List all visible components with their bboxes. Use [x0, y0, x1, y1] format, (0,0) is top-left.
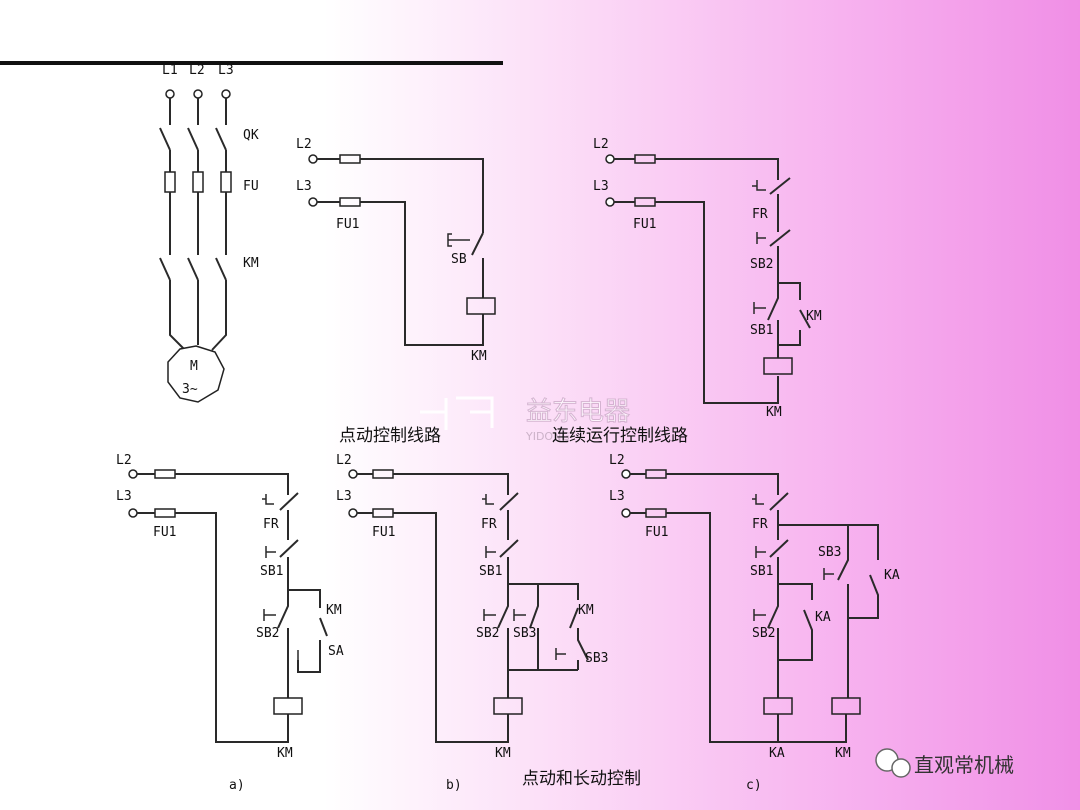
b-L3: L3 — [336, 489, 352, 504]
c-FU1: FU1 — [645, 525, 668, 540]
label-KM: KM — [243, 256, 259, 271]
jog-SB: SB — [451, 252, 467, 267]
c-L2: L2 — [609, 453, 625, 468]
b-KM-contact: KM — [578, 603, 594, 618]
jog-circuit: L2 L3 FU1 SB KM — [296, 137, 496, 364]
brand-badge: 直观常机械 — [875, 748, 1014, 778]
c-L3: L3 — [609, 489, 625, 504]
cont-FR: FR — [752, 207, 768, 222]
a-KM: KM — [277, 746, 293, 761]
circuit-c: L2 L3 FU1 FR SB1 SB3 KA KA SB2 KA KM c) — [609, 453, 900, 793]
watermark-text: 益东电器 — [526, 397, 630, 427]
b-FR: FR — [481, 517, 497, 532]
cont-KM-contact: KM — [806, 309, 822, 324]
label-L3: L3 — [218, 63, 234, 78]
b-SB3: SB3 — [513, 626, 536, 641]
b-SB2: SB2 — [476, 626, 499, 641]
brand-text: 直观常机械 — [914, 753, 1014, 777]
circuit-b: L2 L3 FU1 FR SB1 SB2 SB3 KM SB3 KM b) — [336, 453, 608, 793]
label-L1: L1 — [162, 63, 178, 78]
cont-FU1: FU1 — [633, 217, 656, 232]
b-SB3-second: SB3 — [585, 651, 608, 666]
jog-KM: KM — [471, 349, 487, 364]
a-KM-contact: KM — [326, 603, 342, 618]
a-SB1: SB1 — [260, 564, 283, 579]
motor-icon — [167, 345, 225, 403]
c-KA-contact-2: KA — [815, 610, 831, 625]
circuit-a: L2 L3 FU1 FR SB1 SB2 KM SA KM a) — [116, 453, 344, 793]
a-SA: SA — [328, 644, 344, 659]
continuous-caption: 连续运行控制线路 — [552, 426, 688, 446]
label-QK: QK — [243, 128, 259, 143]
c-tag: c) — [746, 778, 762, 793]
jog-caption: 点动控制线路 — [339, 426, 441, 446]
c-SB2: SB2 — [752, 626, 775, 641]
c-SB1: SB1 — [750, 564, 773, 579]
watermark-sub: YIDONG — [525, 430, 570, 443]
motor-3phase: 3~ — [182, 382, 198, 397]
b-SB1: SB1 — [479, 564, 502, 579]
cont-SB1: SB1 — [750, 323, 773, 338]
jog-L2: L2 — [296, 137, 312, 152]
jog-L3: L3 — [296, 179, 312, 194]
motor-M: M — [190, 359, 198, 374]
bottom-caption: 点动和长动控制 — [522, 769, 641, 789]
c-FR: FR — [752, 517, 768, 532]
a-L3: L3 — [116, 489, 132, 504]
jog-FU1: FU1 — [336, 217, 359, 232]
b-KM: KM — [495, 746, 511, 761]
cont-L3: L3 — [593, 179, 609, 194]
c-SB3: SB3 — [818, 545, 841, 560]
cont-KM: KM — [766, 405, 782, 420]
b-FU1: FU1 — [372, 525, 395, 540]
c-KA: KA — [769, 746, 785, 761]
a-SB2: SB2 — [256, 626, 279, 641]
cont-L2: L2 — [593, 137, 609, 152]
b-tag: b) — [446, 778, 462, 793]
c-KA-contact-1: KA — [884, 568, 900, 583]
c-KM: KM — [835, 746, 851, 761]
a-L2: L2 — [116, 453, 132, 468]
label-FU: FU — [243, 179, 259, 194]
continuous-circuit: L2 L3 FU1 FR SB2 SB1 KM KM — [593, 137, 822, 420]
a-tag: a) — [229, 778, 245, 793]
label-L2: L2 — [189, 63, 205, 78]
a-FU1: FU1 — [153, 525, 176, 540]
cont-SB2: SB2 — [750, 257, 773, 272]
main-power-circuit: L1 L2 L3 M 3~ QK FU KM — [159, 63, 259, 403]
watermark: 益东电器 YIDONG — [420, 396, 631, 443]
b-L2: L2 — [336, 453, 352, 468]
a-FR: FR — [263, 517, 279, 532]
